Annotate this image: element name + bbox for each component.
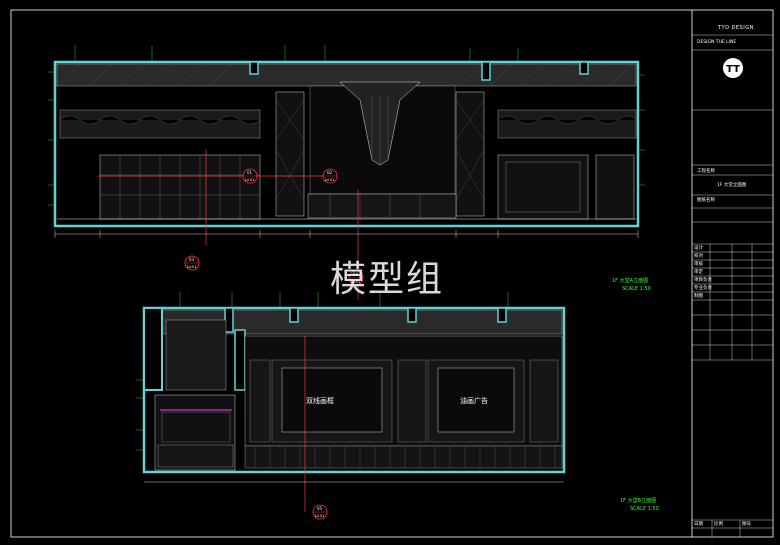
marker-2-top: 02 (327, 170, 333, 175)
logo-mark: TT (726, 64, 740, 75)
sheet-label: 图号 (742, 522, 751, 527)
panel-label-left: 双线画框 (306, 397, 334, 405)
brand-slogan: DESIGN THE LINE (697, 40, 737, 45)
project-label: 工程名称 (697, 169, 715, 174)
date-label: 日期 (694, 522, 703, 527)
marker-4-top: 04 (353, 272, 359, 277)
brand-name: TYD DESIGN (718, 25, 754, 31)
marker-3-top: 03 (189, 257, 195, 262)
upper-elevation-title: 1F 大堂A立面图 (612, 278, 649, 284)
row-approve: 审定 (694, 270, 703, 275)
watermark: 模型组 (330, 259, 445, 300)
lower-elevation (136, 292, 566, 512)
row-review: 审核 (694, 262, 703, 267)
company-logo (723, 58, 743, 78)
marker-1-bottom: LV-01 (245, 178, 255, 182)
marker-4-bottom: LV-01 (351, 280, 361, 284)
marker-3-bottom: LV-01 (187, 265, 197, 269)
marker-1-top: 01 (247, 170, 253, 175)
scale-label: 比例 (714, 522, 723, 527)
row-project-lead: 项目负责 (694, 278, 712, 283)
upper-elevation-scale: SCALE 1:50 (622, 286, 651, 292)
title-block-lines (692, 34, 773, 537)
marker-2-bottom: LV-01 (325, 178, 335, 182)
drawing-frame (10, 9, 774, 538)
row-check: 校对 (694, 254, 703, 259)
drawing-name-label: 图纸名称 (697, 198, 715, 203)
marker-5-bottom: LV-01 (315, 514, 325, 518)
panel-label-right: 油画广告 (460, 397, 488, 405)
drawing-name: 1F 大堂立面图 (717, 183, 747, 188)
marker-5-top: 05 (317, 506, 323, 511)
lower-elevation-title: 1F 大堂B立面图 (620, 498, 657, 504)
row-drafter: 制图 (694, 294, 703, 299)
lower-elevation-scale: SCALE 1:50 (630, 506, 659, 512)
upper-elevation (48, 45, 645, 300)
row-design: 设计 (694, 246, 703, 251)
row-discipline-lead: 专业负责 (694, 286, 712, 291)
